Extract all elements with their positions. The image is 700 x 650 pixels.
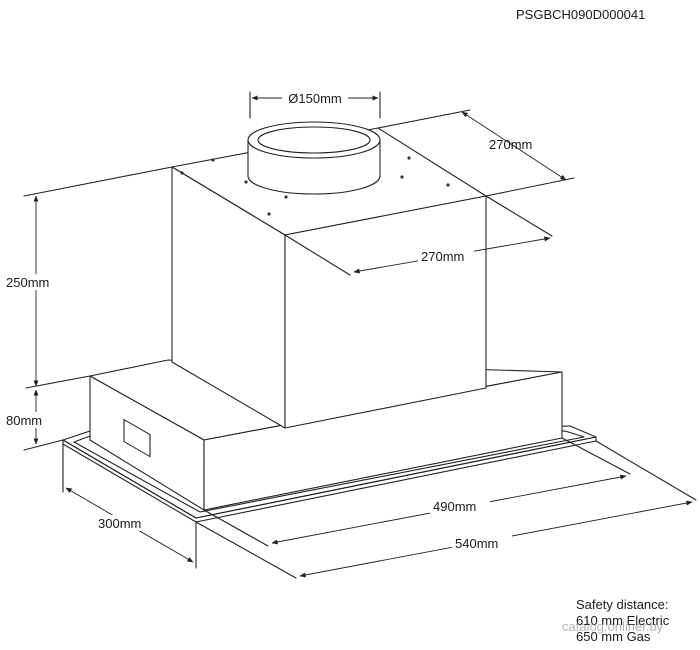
model-code: PSGBCH090D000041 <box>516 7 646 22</box>
dim-frame-width: 540mm <box>195 440 697 579</box>
duct-diameter-label: Ø150mm <box>288 91 341 106</box>
dim-chimney-height: 250mm <box>4 166 173 389</box>
safety-title: Safety distance: <box>576 597 669 612</box>
chimney-width-label: 270mm <box>421 249 464 264</box>
duct-collar <box>247 121 381 195</box>
frame-width-label: 540mm <box>455 536 498 551</box>
watermark: catalog.onliner.by <box>562 619 664 634</box>
canopy-depth-label: 300mm <box>98 516 141 531</box>
safety-distance-note: Safety distance: 610 mm Electric 650 mm … <box>576 597 669 645</box>
safety-gas: 650 mm Gas <box>576 629 651 644</box>
chimney-height-label: 250mm <box>6 275 49 290</box>
chimney-depth-label: 270mm <box>489 137 532 152</box>
canopy-width-label: 490mm <box>433 499 476 514</box>
dim-canopy-height: 80mm <box>4 389 64 451</box>
dim-chimney-width: 270mm <box>284 195 553 276</box>
dim-chimney-depth: 270mm <box>377 109 575 197</box>
canopy-height-label: 80mm <box>6 413 42 428</box>
dim-duct-diameter: Ø150mm <box>249 90 381 119</box>
dim-canopy-depth: 300mm <box>62 443 197 569</box>
safety-electric: 610 mm Electric <box>576 613 670 628</box>
